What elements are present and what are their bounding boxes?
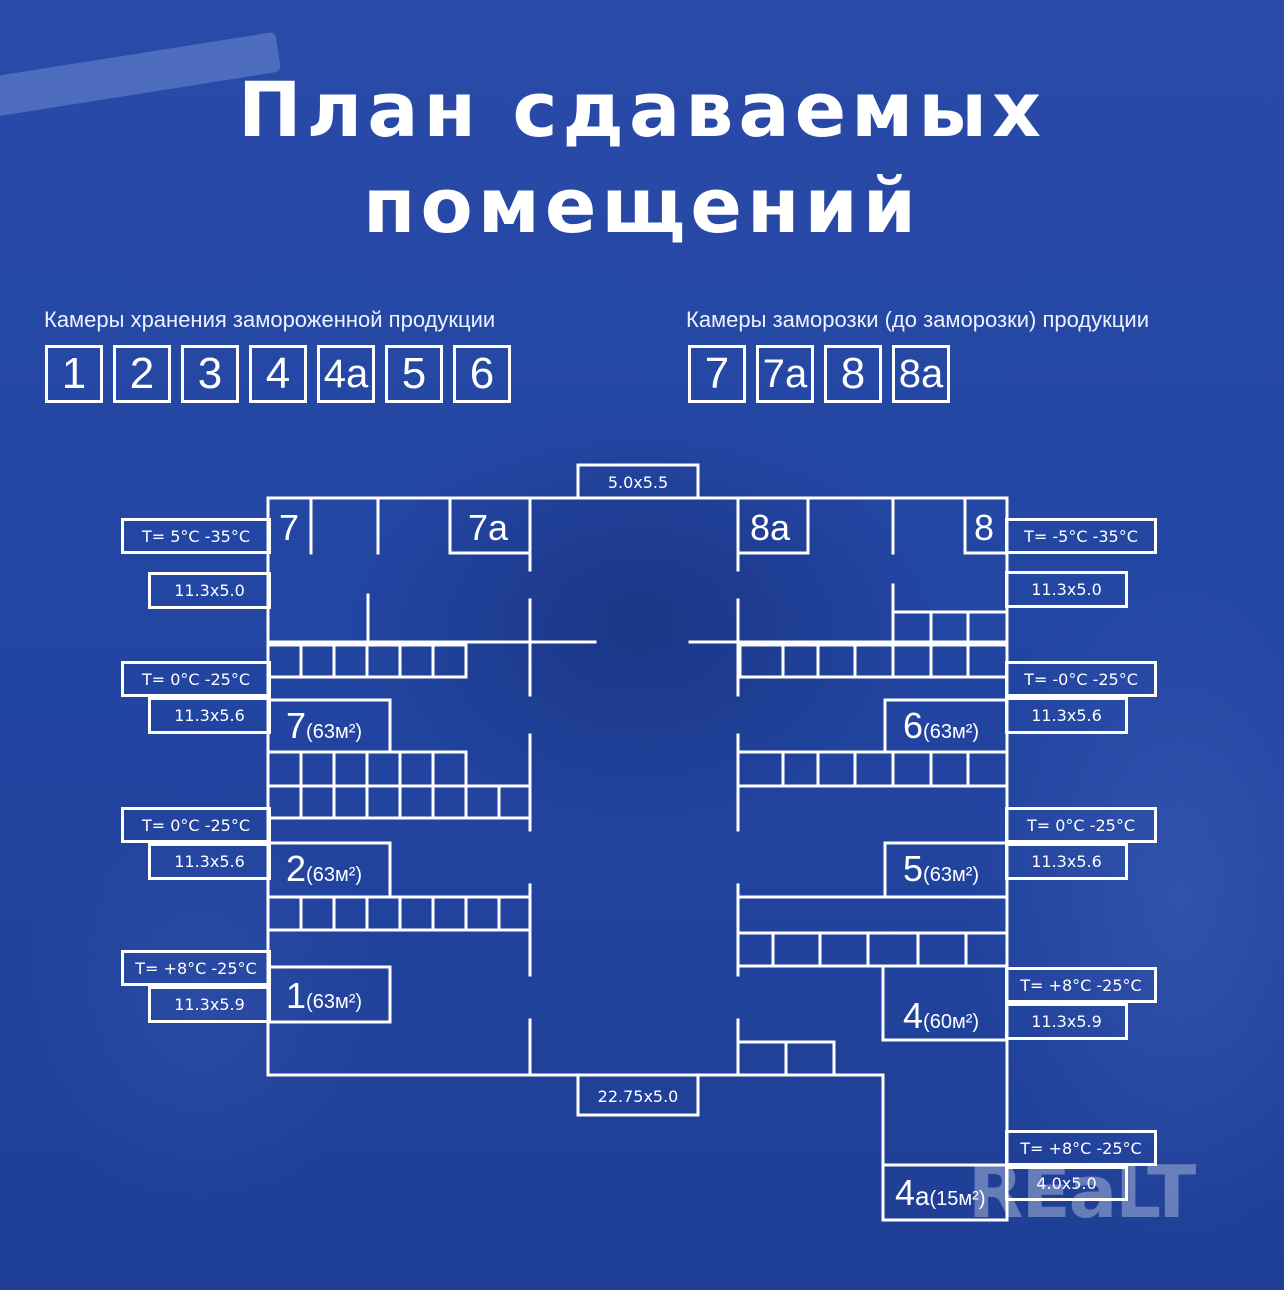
legend-item-1: 1 [45, 345, 103, 403]
legend-item-6: 6 [453, 345, 511, 403]
room-label-8a: 8а [750, 507, 791, 548]
right-temp-2: T= -0°C -25°C [1005, 661, 1157, 697]
room-5-box [883, 841, 1009, 899]
room-label-7a: 7а [468, 507, 509, 548]
legend-item-8a: 8а [892, 345, 950, 403]
room-label-7: 7 [279, 507, 300, 548]
bottom-corridor-size: 22.75x5.0 [597, 1086, 679, 1106]
room-label-8: 8 [974, 507, 995, 548]
bottom-corridor-box [576, 1073, 700, 1117]
top-corridor-size: 5.0x5.5 [607, 473, 669, 492]
left-size-3: 11.3x5.6 [148, 843, 271, 880]
left-temp-2: T= 0°C -25°C [121, 661, 271, 697]
right-temp-3: T= 0°C -25°C [1005, 807, 1157, 843]
right-size-5: 4.0x5.0 [1005, 1166, 1128, 1201]
frozen-storage-caption: Камеры хранения замороженной продукции [44, 307, 496, 332]
left-temp-3: T= 0°C -25°C [121, 807, 271, 843]
legend-item-4: 4 [249, 345, 307, 403]
freezing-chambers-caption: Камеры заморозки (до заморозки) продукци… [686, 307, 1149, 332]
room-label-4a: 4а(15м²) [895, 1172, 986, 1213]
top-corridor-box [576, 463, 700, 500]
page-title-line2: помещений [363, 161, 921, 250]
right-temp-4: T= +8°C -25°C [1005, 967, 1157, 1003]
right-temp-1: T= -5°C -35°C [1005, 518, 1157, 554]
right-size-3: 11.3x5.6 [1005, 843, 1128, 880]
room-label-5: 5(63м²) [903, 848, 980, 889]
right-size-4: 11.3x5.9 [1005, 1003, 1128, 1040]
room-label-7-big: 7(63м²) [286, 705, 363, 746]
legend-item-5: 5 [385, 345, 443, 403]
realt-watermark-logo: REaLT [968, 1150, 1196, 1234]
page-title-line1: План сдаваемых [237, 65, 1047, 154]
left-temp-4: T= +8°C -25°C [121, 950, 271, 986]
right-size-1: 11.3x5.0 [1005, 571, 1128, 608]
room-4-box [881, 964, 1009, 1042]
legend-item-8: 8 [824, 345, 882, 403]
room-label-1: 1(63м²) [286, 975, 363, 1016]
room-1-box [266, 965, 392, 1024]
legend-item-3: 3 [181, 345, 239, 403]
room-label-2: 2(63м²) [286, 848, 363, 889]
left-size-4: 11.3x5.9 [148, 986, 271, 1023]
legend-item-2: 2 [113, 345, 171, 403]
left-size-1: 11.3x5.0 [148, 572, 271, 609]
legend-item-7: 7 [688, 345, 746, 403]
legend-item-4a: 4а [317, 345, 375, 403]
wall-r1-pallets-top [891, 583, 1009, 614]
wall-8 [963, 496, 1009, 555]
left-temp-1: T= 5°C -35°C [121, 518, 271, 554]
pallets-r2 [736, 750, 1009, 788]
pallets-r3 [736, 931, 1009, 968]
room-2-box [266, 841, 392, 897]
room-6-box [883, 698, 1009, 754]
left-size-2: 11.3x5.6 [148, 697, 271, 734]
room-label-6: 6(63м²) [903, 705, 980, 746]
room-7-box [266, 698, 392, 754]
right-size-2: 11.3x5.6 [1005, 697, 1128, 734]
legend-item-7a: 7а [756, 345, 814, 403]
right-temp-5: T= +8°C -25°C [1005, 1130, 1157, 1166]
room-label-4: 4(60м²) [903, 995, 980, 1036]
